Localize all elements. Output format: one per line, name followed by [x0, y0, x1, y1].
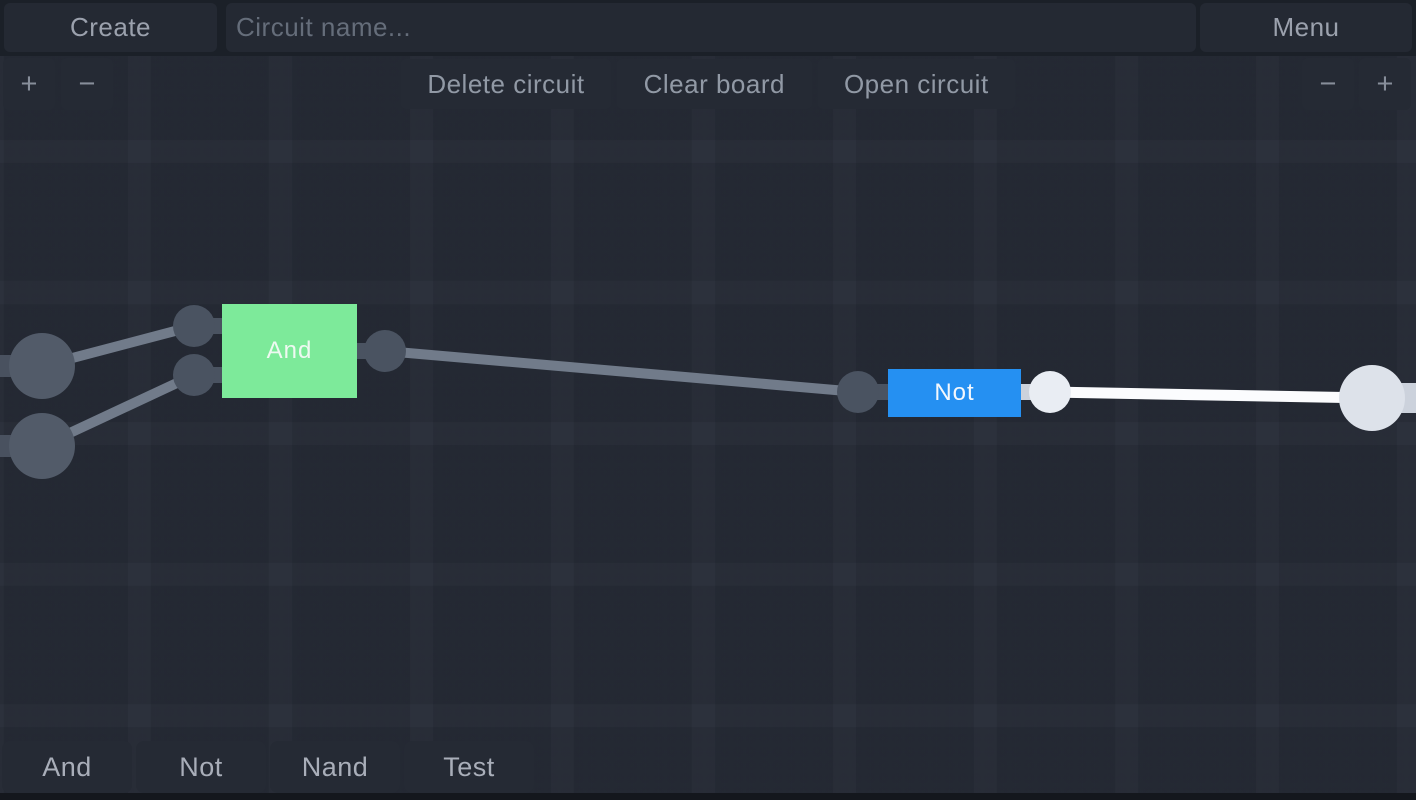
delete-circuit-button[interactable]: Delete circuit	[400, 59, 612, 109]
center-toolbar: Delete circuit Clear board Open circuit	[400, 59, 1016, 109]
input-node[interactable]	[9, 333, 75, 399]
palette-item-test[interactable]: Test	[404, 741, 534, 793]
zoom-out-button-left[interactable]: −	[61, 58, 113, 110]
palette-item-nand[interactable]: Nand	[270, 741, 400, 793]
zoom-in-button-right[interactable]: +	[1359, 58, 1411, 110]
not-gate[interactable]	[888, 369, 1021, 417]
and-input-port[interactable]	[173, 354, 215, 396]
not-output-port[interactable]	[1029, 371, 1071, 413]
wire-off	[384, 346, 859, 397]
bottom-strip	[0, 793, 1416, 800]
clear-board-button[interactable]: Clear board	[616, 59, 812, 109]
menu-button[interactable]: Menu	[1200, 3, 1412, 52]
circuit-name-input[interactable]	[226, 3, 1196, 52]
input-node[interactable]	[9, 413, 75, 479]
and-output-port[interactable]	[364, 330, 406, 372]
top-bar: Create Menu	[0, 0, 1416, 56]
open-circuit-button[interactable]: Open circuit	[816, 59, 1016, 109]
output-node[interactable]	[1339, 365, 1405, 431]
component-palette: And Not Nand Test	[2, 741, 534, 793]
palette-item-and[interactable]: And	[2, 741, 132, 793]
zoom-out-button-right[interactable]: −	[1302, 58, 1354, 110]
not-input-port[interactable]	[837, 371, 879, 413]
and-input-port[interactable]	[173, 305, 215, 347]
zoom-in-button-left[interactable]: +	[3, 58, 55, 110]
wire-on	[1049, 386, 1373, 404]
palette-item-not[interactable]: Not	[136, 741, 266, 793]
create-button[interactable]: Create	[4, 3, 217, 52]
and-gate[interactable]	[222, 304, 357, 398]
